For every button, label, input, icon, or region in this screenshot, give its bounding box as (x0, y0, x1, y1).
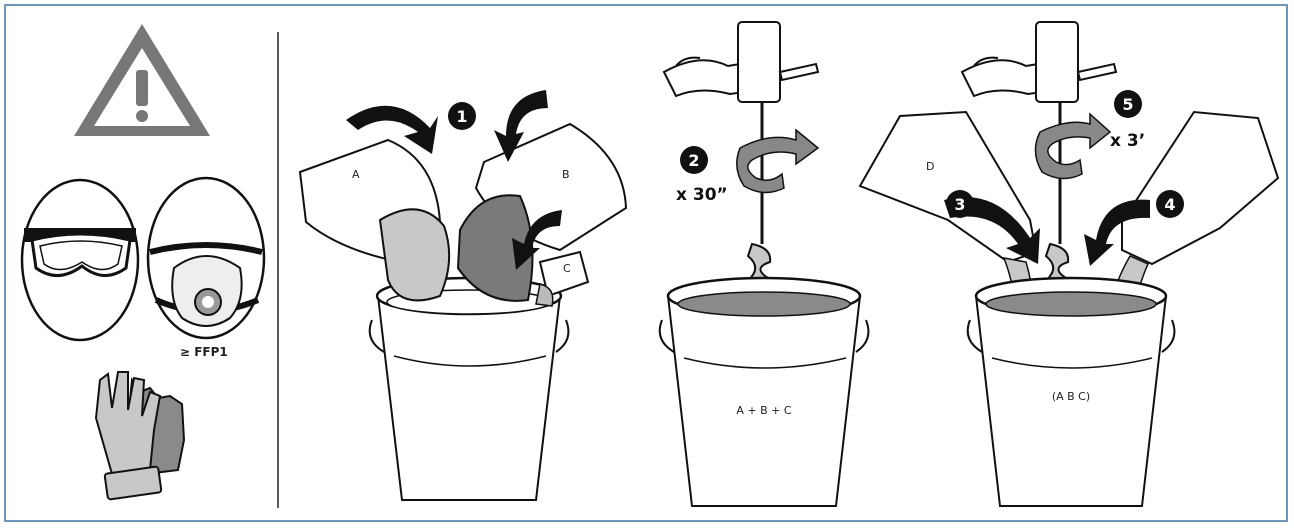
step4-number: 4 (1164, 195, 1175, 214)
step5-number: 5 (1122, 95, 1133, 114)
step2-duration: x 30” (676, 185, 728, 205)
bucket-step2 (660, 278, 869, 506)
step3-number: 3 (954, 195, 965, 214)
bucket-right-label: (A B C) (1052, 390, 1090, 403)
bag-c (536, 252, 588, 306)
step5-duration: x 3’ (1110, 131, 1145, 151)
rotate-arrow-step2-icon (737, 130, 818, 193)
respirator-mask-icon (148, 178, 264, 338)
step2-number: 2 (688, 151, 699, 170)
bag-a-label: A (352, 168, 360, 181)
gloves-icon (96, 372, 184, 500)
bag-b-label: B (562, 168, 570, 181)
bag-d-label: D (926, 160, 934, 173)
bucket-mid-label: A + B + C (736, 404, 791, 417)
bucket-step1 (370, 278, 569, 500)
bag-a (300, 140, 449, 300)
step1-number: 1 (456, 107, 467, 126)
rotate-arrow-step5-icon (1035, 114, 1110, 179)
bag-c-label: C (563, 262, 571, 275)
respirator-rating-label: ≥ FFP1 (180, 345, 228, 359)
safety-goggles-icon (22, 180, 138, 340)
warning-triangle-icon (74, 24, 210, 136)
